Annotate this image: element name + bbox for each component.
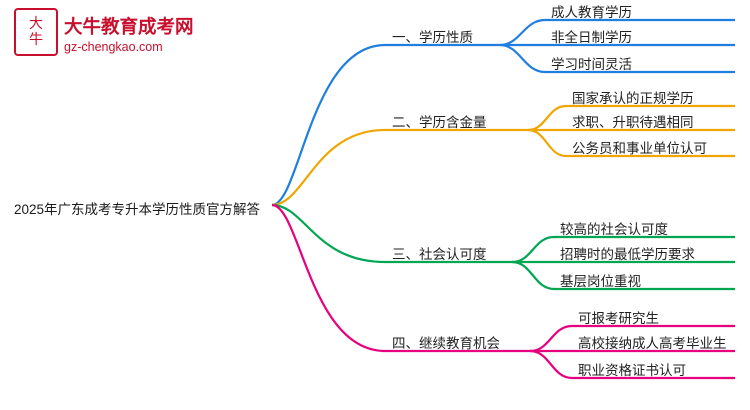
connector-branch-1-child-3 [499, 43, 735, 74]
connector-branch-2-child-3 [527, 128, 735, 158]
connector-root-branch-1 [271, 43, 386, 207]
logo-mark-icon: 大 牛 [14, 8, 58, 56]
child-label-3-1[interactable]: 较高的社会认可度 [560, 222, 668, 237]
connector-root-branch-4 [271, 203, 386, 353]
child-label-4-1[interactable]: 可报考研究生 [578, 311, 659, 326]
child-label-4-3[interactable]: 职业资格证书认可 [578, 363, 686, 378]
child-label-1-2[interactable]: 非全日制学历 [551, 30, 632, 45]
child-label-1-3[interactable]: 学习时间灵活 [551, 57, 632, 72]
child-label-2-3[interactable]: 公务员和事业单位认可 [572, 141, 707, 156]
mindmap-root-label: 2025年广东成考专升本学历性质官方解答 [14, 202, 261, 217]
branch-label-4[interactable]: 四、继续教育机会 [392, 336, 500, 351]
connector-branch-4-child-3 [529, 349, 735, 380]
child-label-2-1[interactable]: 国家承认的正规学历 [572, 91, 694, 106]
child-label-4-2[interactable]: 高校接纳成人高考毕业生 [578, 336, 727, 351]
connector-root-branch-2 [271, 128, 386, 207]
logo-subtitle: gz-chengkao.com [64, 40, 163, 54]
logo-title: 大牛教育成考网 [64, 16, 194, 37]
svg-text:牛: 牛 [29, 31, 43, 47]
branch-label-2[interactable]: 二、学历含金量 [392, 115, 487, 130]
child-label-3-3[interactable]: 基层岗位重视 [560, 274, 641, 289]
connector-branch-3-child-3 [511, 260, 735, 291]
branch-label-3[interactable]: 三、社会认可度 [392, 247, 487, 262]
child-label-1-1[interactable]: 成人教育学历 [551, 5, 632, 20]
child-label-3-2[interactable]: 招聘时的最低学历要求 [560, 247, 695, 262]
svg-text:大: 大 [29, 15, 43, 31]
site-logo: 大 牛 大牛教育成考网 gz-chengkao.com [14, 8, 194, 60]
branch-label-1[interactable]: 一、学历性质 [392, 30, 473, 45]
connector-root-branch-3 [271, 203, 386, 264]
child-label-2-2[interactable]: 求职、升职待遇相同 [572, 115, 694, 130]
